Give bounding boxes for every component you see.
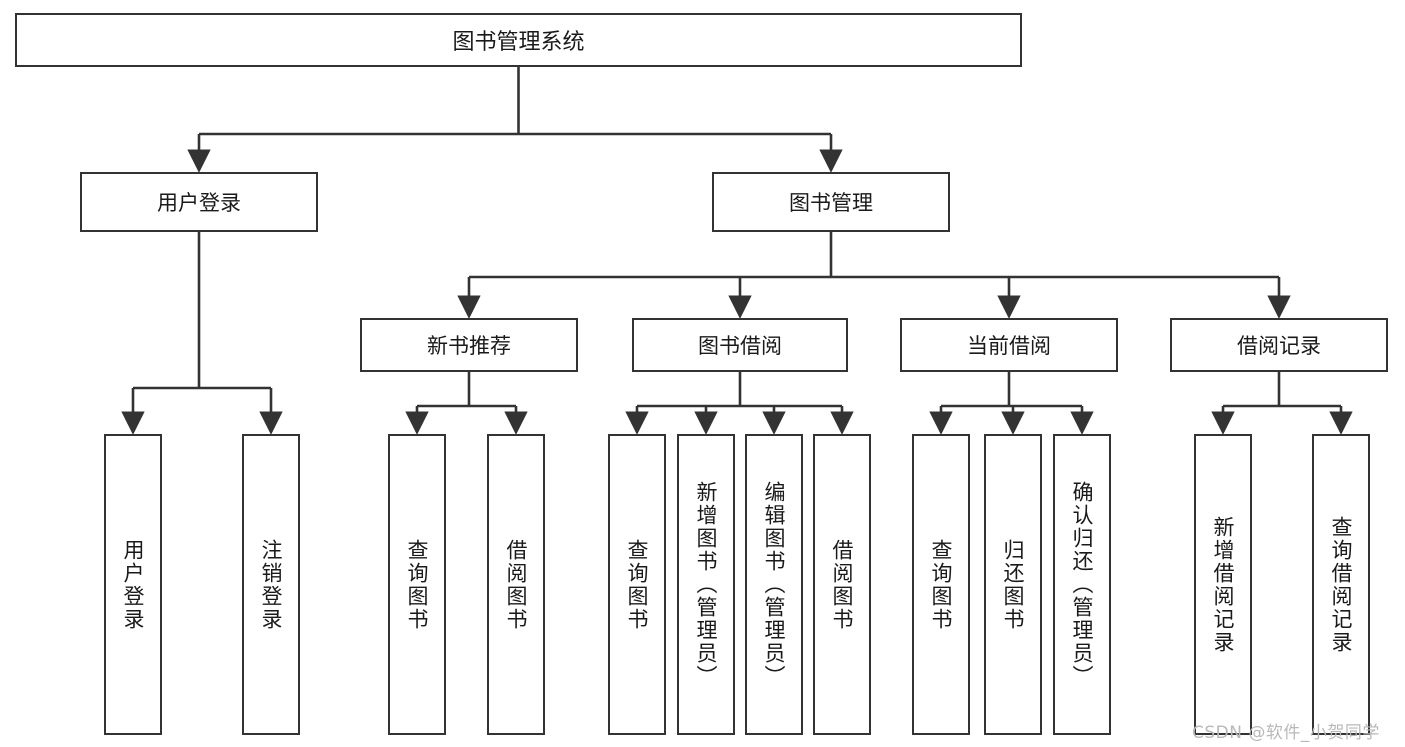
node-leaf-add-record[interactable]: 新增借阅记录 [1194,434,1252,735]
node-leaf-add-record-label: 新增借阅记录 [1211,515,1236,654]
node-book-borrow[interactable]: 图书借阅 [632,318,848,372]
node-borrow-records[interactable]: 借阅记录 [1170,318,1388,372]
node-root[interactable]: 图书管理系统 [15,13,1022,67]
node-user-login[interactable]: 用户登录 [80,172,318,232]
node-leaf-query-book-2-label: 查询图书 [625,538,650,631]
node-leaf-logout[interactable]: 注销登录 [242,434,300,735]
node-root-label: 图书管理系统 [452,30,585,55]
node-book-borrow-label: 图书借阅 [698,334,782,358]
node-leaf-query-book-2[interactable]: 查询图书 [608,434,666,735]
node-leaf-query-record[interactable]: 查询借阅记录 [1312,434,1370,735]
node-current-borrow-label: 当前借阅 [967,334,1051,358]
node-leaf-add-book[interactable]: 新增图书（管理员） [677,434,735,735]
node-user-login-label: 用户登录 [157,191,241,215]
node-new-book-recommend[interactable]: 新书推荐 [360,318,578,372]
node-leaf-query-book-3[interactable]: 查询图书 [912,434,970,735]
node-leaf-query-book-1-label: 查询图书 [405,538,430,631]
node-leaf-query-record-label: 查询借阅记录 [1329,515,1354,654]
node-leaf-return-book-label: 归还图书 [1001,538,1026,631]
node-leaf-borrow-book-2-label: 借阅图书 [830,538,855,631]
node-leaf-user-login-label: 用户登录 [121,538,146,631]
node-book-manage-label: 图书管理 [789,191,873,215]
node-book-manage[interactable]: 图书管理 [712,172,950,232]
node-leaf-edit-book[interactable]: 编辑图书（管理员） [745,434,803,735]
watermark: CSDN @软件_小贺同学 [1192,723,1380,743]
node-leaf-add-book-label: 新增图书（管理员） [694,481,719,688]
node-leaf-user-login[interactable]: 用户登录 [104,434,162,735]
node-leaf-edit-book-label: 编辑图书（管理员） [762,481,787,688]
node-leaf-query-book-1[interactable]: 查询图书 [388,434,446,735]
node-borrow-records-label: 借阅记录 [1237,334,1321,358]
node-current-borrow[interactable]: 当前借阅 [900,318,1118,372]
node-new-book-recommend-label: 新书推荐 [427,334,511,358]
node-leaf-borrow-book-2[interactable]: 借阅图书 [813,434,871,735]
node-leaf-query-book-3-label: 查询图书 [929,538,954,631]
node-leaf-logout-label: 注销登录 [259,538,284,631]
node-leaf-borrow-book-1[interactable]: 借阅图书 [487,434,545,735]
node-leaf-borrow-book-1-label: 借阅图书 [504,538,529,631]
node-leaf-confirm-return[interactable]: 确认归还（管理员） [1053,434,1111,735]
node-leaf-confirm-return-label: 确认归还（管理员） [1070,481,1095,688]
node-leaf-return-book[interactable]: 归还图书 [984,434,1042,735]
